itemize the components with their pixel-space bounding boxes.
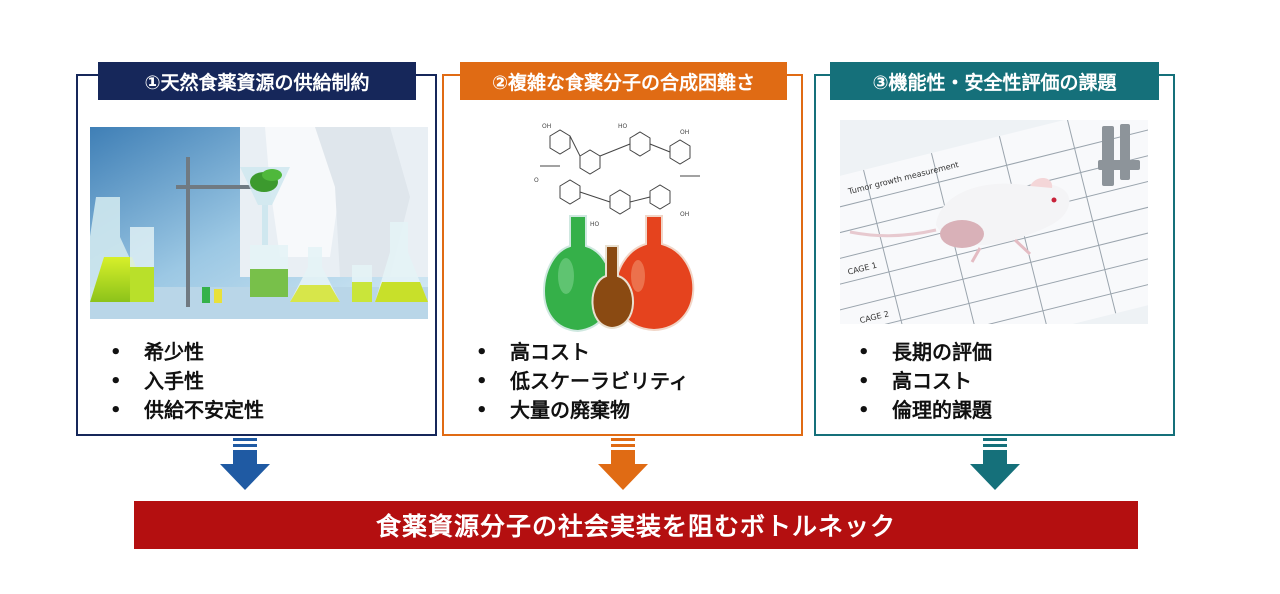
panel-heading-synthesis: ②複雑な食薬分子の合成困難さ	[460, 62, 787, 100]
evaluation-bullets: 長期の評価 高コスト 倫理的課題	[858, 338, 992, 425]
bullet-item: 長期の評価	[858, 338, 992, 367]
bullet-item: 希少性	[110, 338, 264, 367]
svg-text:HO: HO	[618, 123, 628, 130]
panel-supply-constraints: 希少性 入手性 供給不安定性	[76, 74, 437, 436]
bullet-item: 高コスト	[476, 338, 689, 367]
svg-text:OH: OH	[680, 211, 689, 218]
synthesis-bullets: 高コスト 低スケーラビリティ 大量の廃棄物	[476, 338, 689, 425]
svg-text:OH: OH	[680, 129, 689, 136]
down-arrow-icon	[598, 438, 648, 496]
svg-text:O: O	[534, 177, 539, 184]
down-arrow-icon	[220, 438, 270, 496]
panel-heading-supply: ①天然食薬資源の供給制約	[98, 62, 416, 100]
bullet-item: 大量の廃棄物	[476, 396, 689, 425]
bullet-item: 入手性	[110, 367, 264, 396]
lab-plant-flasks-photo	[90, 127, 428, 319]
bullet-item: 倫理的課題	[858, 396, 992, 425]
bottleneck-banner: 食薬資源分子の社会実装を阻むボトルネック	[134, 501, 1138, 549]
bullet-item: 供給不安定性	[110, 396, 264, 425]
panel-heading-evaluation: ③機能性・安全性評価の課題	[830, 62, 1159, 100]
down-arrow-icon	[970, 438, 1020, 496]
panel-synthesis-difficulty: OH HO OH O OH HO 高コスト 低スケーラビリティ 大量の廃棄物	[442, 74, 803, 436]
bullet-item: 高コスト	[858, 367, 992, 396]
svg-text:OH: OH	[542, 123, 551, 130]
supply-bullets: 希少性 入手性 供給不安定性	[110, 338, 264, 425]
bullet-item: 低スケーラビリティ	[476, 367, 689, 396]
chemical-structure-flasks-photo: OH HO OH O OH HO	[530, 116, 710, 334]
svg-text:HO: HO	[590, 221, 600, 228]
